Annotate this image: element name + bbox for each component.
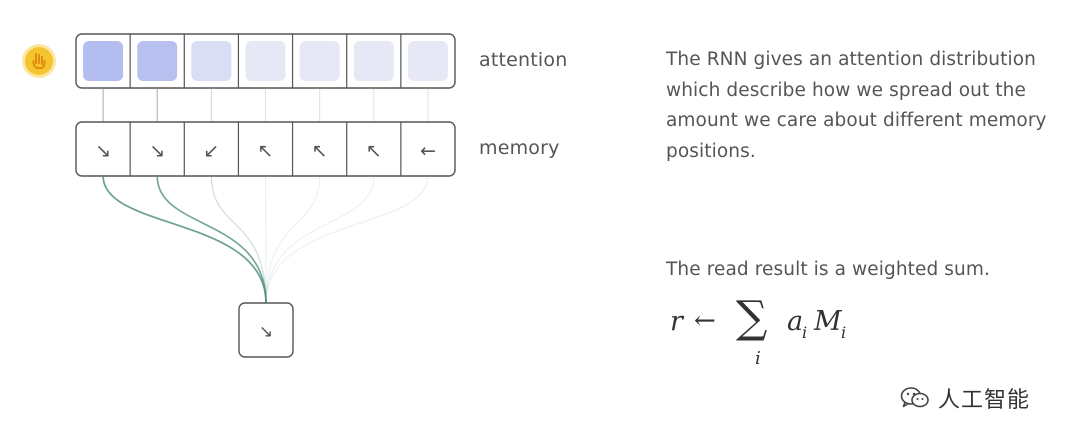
formula-M-index: i xyxy=(841,323,847,342)
pointer-hand-badge[interactable] xyxy=(21,43,57,79)
read-result-description: The read result is a weighted sum. xyxy=(666,259,990,280)
memory-arrow-glyph: ↖ xyxy=(312,140,328,162)
formula-a-index: i xyxy=(802,323,808,342)
attention-weight-cell xyxy=(191,41,232,81)
read-result-box xyxy=(238,302,294,358)
attention-weight-cell xyxy=(245,41,286,81)
formula-sum-symbol: ∑ xyxy=(736,292,768,343)
attention-label: attention xyxy=(479,49,568,71)
attention-weight-cell xyxy=(137,41,178,81)
weighted-sum-formula: r ← ∑ i a i M i xyxy=(668,292,888,380)
wechat-icon xyxy=(900,387,929,408)
memory-arrow-glyph: ↘ xyxy=(149,140,165,162)
memory-label: memory xyxy=(479,137,560,159)
memory-read-curve xyxy=(264,175,267,304)
attention-weight-cell xyxy=(299,41,340,81)
formula-arrow: ← xyxy=(694,306,716,336)
memory-row-frame xyxy=(75,121,456,177)
memory-read-curve xyxy=(265,175,321,304)
attention-weight-cell xyxy=(83,41,124,81)
memory-arrow-glyph: ← xyxy=(420,140,436,162)
read-result-arrow: ↘ xyxy=(259,322,273,342)
memory-arrow-glyph: ↖ xyxy=(258,140,274,162)
memory-read-curve xyxy=(156,175,267,304)
watermark: 人工智能 xyxy=(900,382,1030,414)
attention-memory-diagram: ↘ ↘ ↙ ↖ ↖ ↖ ← ↘ xyxy=(75,33,456,358)
memory-read-curve xyxy=(210,175,267,304)
memory-arrow-glyph: ↘ xyxy=(95,140,111,162)
formula-a: a xyxy=(787,306,804,337)
attention-row-frame xyxy=(75,33,456,89)
memory-arrow-glyph: ↙ xyxy=(203,140,219,162)
attention-weight-cell xyxy=(353,41,394,81)
attention-description: The RNN gives an attention distribution … xyxy=(666,49,1047,162)
formula-M: M xyxy=(814,306,842,337)
watermark-text: 人工智能 xyxy=(938,388,1031,413)
memory-read-curve xyxy=(265,175,375,304)
memory-read-curve xyxy=(265,175,429,304)
memory-arrow-glyph: ↖ xyxy=(366,140,382,162)
attention-weight-cell xyxy=(407,41,448,81)
memory-read-curve xyxy=(102,175,267,304)
formula-r: r xyxy=(670,306,683,337)
pointing-hand-icon xyxy=(22,44,56,78)
formula-sum-index: i xyxy=(755,348,761,369)
